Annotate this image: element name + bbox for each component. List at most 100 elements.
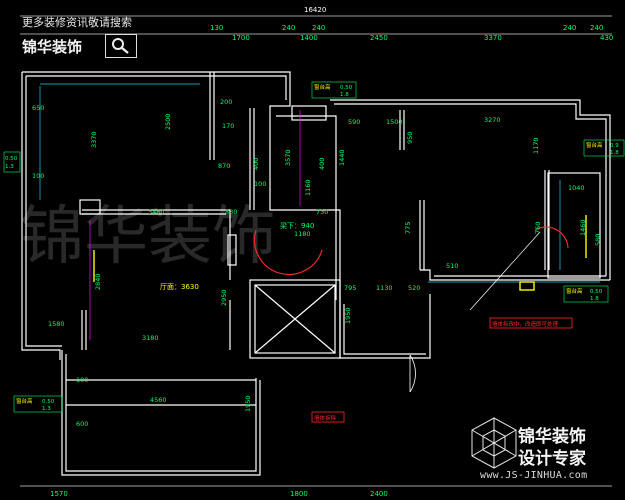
svg-text:窗台高: 窗台高 bbox=[16, 397, 33, 405]
room-dim: 1130 bbox=[376, 284, 393, 292]
tag-3: 窗台高 0.50 1.8 bbox=[563, 285, 609, 303]
room-dim: 200 bbox=[220, 98, 232, 106]
dim-top-3: 240 bbox=[282, 24, 295, 32]
room-dim: 3480 bbox=[148, 208, 165, 216]
room-dim: 2950 bbox=[220, 289, 228, 306]
tag-5: 0.50 1.3 bbox=[3, 151, 21, 173]
room-dim: 100 bbox=[254, 180, 266, 188]
svg-text:1.8: 1.8 bbox=[340, 92, 349, 98]
svg-text:0.50: 0.50 bbox=[5, 156, 18, 162]
dim-top-9: 240 bbox=[590, 24, 603, 32]
room-dim: 775 bbox=[404, 222, 412, 234]
room-dim: 520 bbox=[408, 284, 420, 292]
room-dim: 1170 bbox=[532, 137, 540, 154]
red-note-2: 墙体拆除 bbox=[314, 414, 337, 422]
room-dim: 4560 bbox=[150, 396, 167, 404]
room-dim: 2500 bbox=[164, 113, 172, 130]
room-dim: 2840 bbox=[94, 273, 102, 290]
room-dim: 1160 bbox=[304, 179, 312, 196]
red-notes: 墙体拆改中，改造即可处理 墙体拆除 bbox=[311, 317, 573, 423]
room-dim: 760 bbox=[534, 222, 542, 234]
watermark-layer: 锦华装饰 bbox=[20, 200, 276, 274]
svg-text:1.8: 1.8 bbox=[610, 150, 619, 156]
room-dim: 1460 bbox=[579, 219, 587, 236]
dim-top-6: 2450 bbox=[370, 34, 388, 42]
red-note-1: 墙体拆改中，改造即可处理 bbox=[492, 320, 559, 328]
room-dim: 1500 bbox=[386, 118, 403, 126]
svg-text:0.9: 0.9 bbox=[610, 143, 619, 149]
room-dim: 795 bbox=[344, 284, 356, 292]
room-dim: 400 bbox=[252, 158, 260, 170]
room-dim: 830 bbox=[225, 208, 237, 216]
room-dim: 100 bbox=[32, 172, 44, 180]
dim-top-2: 1700 bbox=[232, 34, 250, 42]
room-dimension-labels: 650 3370 2500 100 3480 830 200 870 170 1… bbox=[32, 98, 602, 428]
window-height-tags: 窗台高 0.50 1.8 窗台高 0.9 1.8 窗台高 0.50 1.8 窗台… bbox=[3, 81, 625, 413]
svg-text:窗台高: 窗台高 bbox=[566, 287, 583, 295]
dim-bottom-1: 1570 bbox=[50, 490, 68, 498]
dim-top-4: 1400 bbox=[300, 34, 318, 42]
search-button[interactable] bbox=[105, 34, 137, 58]
room-dim: 1040 bbox=[568, 184, 585, 192]
svg-text:窗台高: 窗台高 bbox=[314, 83, 331, 91]
svg-text:1.3: 1.3 bbox=[5, 164, 14, 170]
svg-text:1.8: 1.8 bbox=[590, 296, 599, 302]
svg-text:0.50: 0.50 bbox=[340, 85, 353, 91]
logo-cube-icon bbox=[471, 417, 517, 469]
top-dimension-labels: 16420 130 1700 240 1400 240 2450 3370 24… bbox=[210, 6, 613, 42]
room-dim: 1440 bbox=[338, 149, 346, 166]
brand-name: 锦华装饰 bbox=[22, 38, 83, 56]
logo-line-1: 锦华装饰 bbox=[518, 427, 586, 447]
room-dim: 100 bbox=[76, 376, 88, 384]
room-dim: 600 bbox=[76, 420, 88, 428]
room-dim: 650 bbox=[32, 104, 44, 112]
dim-total: 16420 bbox=[304, 6, 326, 14]
search-icon bbox=[112, 38, 129, 54]
tag-2: 窗台高 0.9 1.8 bbox=[583, 139, 625, 157]
logo-line-2: 设计专家 bbox=[518, 449, 586, 469]
door-swings bbox=[409, 354, 416, 393]
room-dim: 3370 bbox=[90, 131, 98, 148]
room-dim: 3270 bbox=[484, 116, 501, 124]
door-arcs bbox=[253, 226, 569, 311]
svg-text:1.3: 1.3 bbox=[42, 406, 51, 412]
dim-top-8: 240 bbox=[563, 24, 576, 32]
room-dim: 1950 bbox=[344, 307, 352, 324]
room-dim: 1580 bbox=[48, 320, 65, 328]
dim-top-10: 430 bbox=[600, 34, 613, 42]
room-dim: 1950 bbox=[244, 395, 252, 412]
room-dim: 510 bbox=[446, 262, 458, 270]
room-dim: 3180 bbox=[142, 334, 159, 342]
room-dim: 580 bbox=[594, 234, 602, 246]
logo-url: www.JS-JINHUA.com bbox=[480, 470, 588, 481]
room-dim: 1180 bbox=[294, 230, 311, 238]
room-labels: 厅面：3630 梁下：940 bbox=[160, 221, 314, 291]
room-dim: 870 bbox=[218, 162, 230, 170]
brand-header: 更多装修资讯敬请搜索 锦华装饰 bbox=[0, 0, 200, 66]
watermark-text: 锦华装饰 bbox=[20, 200, 276, 274]
room-dim: 400 bbox=[318, 158, 326, 170]
promo-note: 更多装修资讯敬请搜索 bbox=[22, 16, 132, 29]
bottom-dimension-labels: 1570 1800 2400 bbox=[50, 490, 388, 498]
walls bbox=[21, 71, 611, 476]
room-dim: 170 bbox=[222, 122, 234, 130]
dim-bottom-2: 1800 bbox=[290, 490, 308, 498]
door-label: 梁下：940 bbox=[280, 221, 314, 230]
dim-top-1: 130 bbox=[210, 24, 223, 32]
tag-4: 窗台高 0.50 1.3 bbox=[13, 395, 63, 413]
svg-text:0.50: 0.50 bbox=[42, 399, 55, 405]
room-dim: 590 bbox=[348, 118, 360, 126]
window-markers bbox=[93, 215, 587, 291]
room-dim: 3570 bbox=[284, 149, 292, 166]
tag-1: 窗台高 0.50 1.8 bbox=[311, 81, 357, 99]
dim-top-7: 3370 bbox=[484, 34, 502, 42]
svg-text:窗台高: 窗台高 bbox=[586, 141, 603, 149]
company-logo: 锦华装饰 设计专家 www.JS-JINHUA.com bbox=[466, 414, 616, 494]
room-dim: 730 bbox=[316, 208, 328, 216]
guide-lines bbox=[39, 83, 600, 340]
living-room-label: 厅面：3630 bbox=[160, 283, 199, 291]
svg-text:0.50: 0.50 bbox=[590, 289, 603, 295]
room-dim: 950 bbox=[406, 132, 414, 144]
dim-top-5: 240 bbox=[312, 24, 325, 32]
